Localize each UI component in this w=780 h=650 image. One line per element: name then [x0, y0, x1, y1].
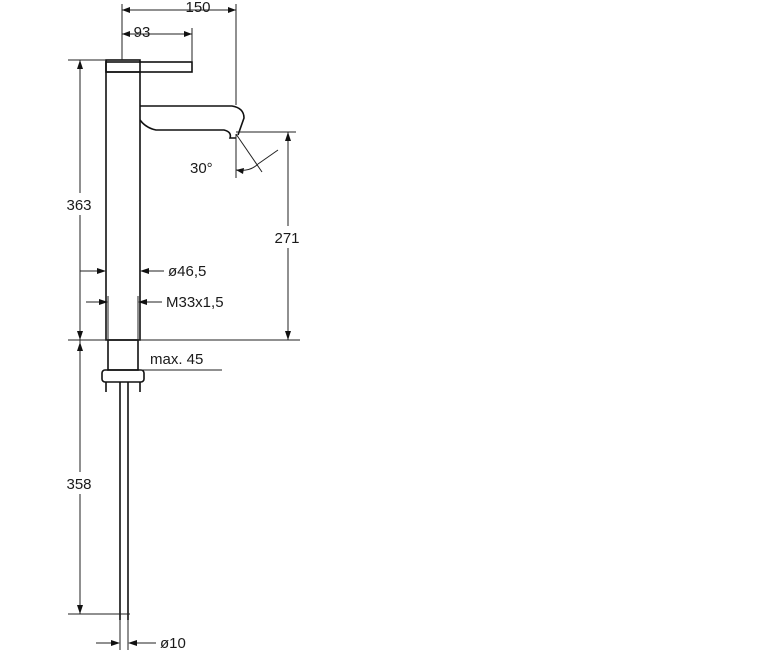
dimension-358: 358 [58, 340, 130, 615]
dimension-93: 93 [122, 24, 193, 62]
angle-30: 30° [190, 133, 279, 178]
label-363: 363 [66, 197, 91, 214]
label-max-45: max. 45 [150, 351, 203, 368]
lever-handle [105, 61, 193, 73]
dimension-150: 150 [121, 0, 237, 105]
threaded-shank [101, 339, 145, 392]
label-diameter-10: ø10 [160, 635, 186, 650]
dimension-thread: M33x1,5 [86, 294, 224, 340]
label-93: 93 [134, 24, 151, 41]
label-30-degrees: 30° [190, 160, 213, 177]
supply-hose [119, 382, 129, 620]
label-diameter-46-5: ø46,5 [168, 263, 206, 280]
dimension-diameter-46-5: ø46,5 [80, 263, 206, 280]
label-thread: M33x1,5 [166, 294, 224, 311]
dimension-271: 271 [236, 131, 308, 340]
label-358: 358 [66, 476, 91, 493]
faucet-body [105, 59, 141, 341]
dimension-max-45: max. 45 [140, 351, 222, 371]
spout [139, 105, 245, 139]
dimension-diameter-10: ø10 [96, 620, 186, 650]
dimension-363: 363 [58, 59, 300, 341]
label-271: 271 [274, 230, 299, 247]
label-150: 150 [185, 0, 210, 16]
